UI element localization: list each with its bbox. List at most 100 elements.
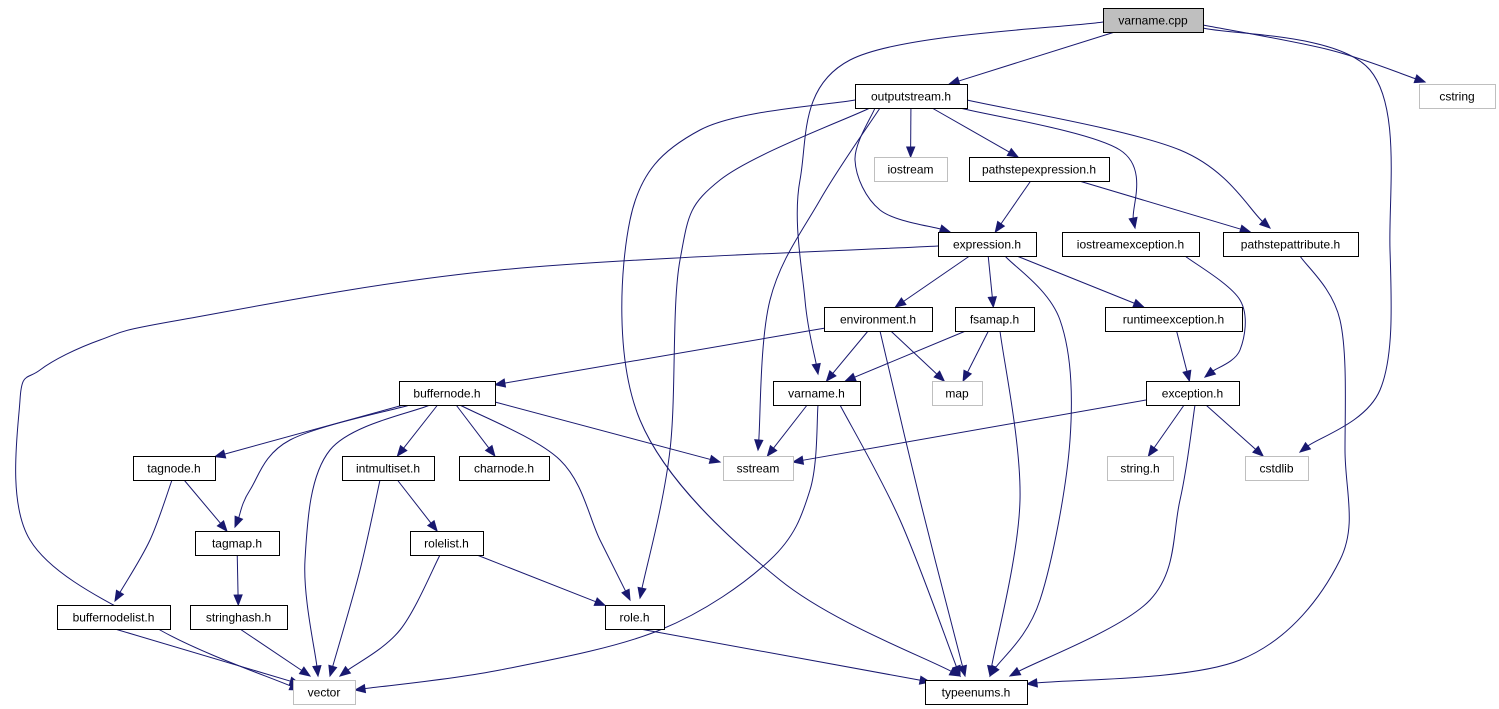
node-fsamap-h[interactable]: fsamap.h [955, 307, 1035, 332]
node-label: pathstepexpression.h [982, 163, 1096, 177]
node-pathstepexpression-h[interactable]: pathstepexpression.h [969, 157, 1110, 182]
node-label: intmultiset.h [356, 462, 420, 476]
node-label: outputstream.h [871, 90, 951, 104]
node-iostream: iostream [874, 157, 948, 182]
node-box [342, 456, 435, 481]
edges-layer [15, 21, 1427, 694]
edge-line [503, 327, 825, 384]
arrowhead-icon [1413, 74, 1427, 84]
arrowhead-icon [951, 664, 961, 678]
arrowhead-icon [114, 589, 125, 603]
arrowhead-icon [593, 597, 607, 606]
edge-varname_cpp-to-cstring [1202, 24, 1427, 84]
node-box [855, 84, 968, 109]
arrowhead-icon [338, 665, 352, 677]
edge-expression_h-to-fsamap_h [987, 255, 997, 309]
edge-line [621, 99, 953, 673]
arrowhead-icon [234, 515, 244, 529]
edge-line [15, 245, 939, 687]
edge-line [455, 404, 490, 450]
edge-expression_h-to-environment_h [894, 255, 970, 308]
node-stringhash-h[interactable]: stringhash.h [190, 605, 288, 630]
node-cstring: cstring [1419, 84, 1496, 109]
node-box [723, 456, 794, 481]
edge-line [959, 107, 1138, 220]
edge-tagmap_h-to-stringhash_h [233, 554, 243, 607]
node-typeenums-h[interactable]: typeenums.h [925, 680, 1028, 705]
node-box [133, 456, 216, 481]
node-label: cstdlib [1259, 462, 1293, 476]
node-varname-h[interactable]: varname.h [773, 381, 861, 406]
arrowhead-icon [1182, 369, 1192, 383]
edge-outputstream_h-to-pathstepexpression_h [931, 107, 1020, 158]
arrowhead-icon [1132, 298, 1145, 308]
node-box [190, 605, 288, 630]
node-exception-h[interactable]: exception.h [1146, 381, 1240, 406]
arrowhead-icon [933, 370, 946, 382]
node-runtimeexception-h[interactable]: runtimeexception.h [1105, 307, 1243, 332]
edge-outputstream_h-to-pathstepattribute_h [966, 99, 1272, 229]
edge-line [402, 404, 438, 450]
edge-line [839, 404, 958, 668]
node-expression-h[interactable]: expression.h [938, 232, 1037, 257]
edge-line [966, 330, 989, 374]
edge-rolelist_h-to-role_h [476, 554, 607, 606]
node-box [1146, 381, 1240, 406]
edge-buffernode_h-to-sstream [494, 401, 722, 464]
node-box [938, 232, 1037, 257]
node-tagnode-h[interactable]: tagnode.h [133, 456, 216, 481]
node-box [1107, 456, 1174, 481]
node-intmultiset-h[interactable]: intmultiset.h [342, 456, 435, 481]
edge-fsamap_h-to-typeenums_h [987, 330, 1021, 678]
arrowhead-icon [1025, 678, 1038, 688]
edge-buffernode_h-to-role_h [459, 404, 631, 602]
node-cstdlib: cstdlib [1245, 456, 1309, 481]
edge-outputstream_h-to-iostream [905, 107, 916, 159]
edge-pathstepexpression_h-to-pathstepattribute_h [1079, 180, 1252, 234]
edge-line [1000, 180, 1032, 225]
edge-line [639, 628, 922, 681]
edge-line [1202, 27, 1392, 447]
edge-line [879, 330, 964, 668]
node-label: charnode.h [474, 462, 534, 476]
arrowhead-icon [1238, 224, 1252, 234]
node-pathstepattribute-h[interactable]: pathstepattribute.h [1223, 232, 1359, 257]
arrowhead-icon [905, 146, 916, 159]
edge-exception_h-to-sstream [791, 399, 1147, 465]
node-label: iostreamexception.h [1077, 238, 1184, 252]
node-box [459, 456, 550, 481]
node-iostreamexception-h[interactable]: iostreamexception.h [1062, 232, 1200, 257]
node-tagmap-h[interactable]: tagmap.h [195, 531, 280, 556]
edge-line [931, 107, 1011, 153]
node-buffernode-h[interactable]: buffernode.h [399, 381, 496, 406]
edge-line [346, 554, 441, 671]
node-charnode-h[interactable]: charnode.h [459, 456, 550, 481]
node-label: buffernode.h [413, 387, 480, 401]
edge-iostreamexception_h-to-exception_h [1184, 255, 1246, 378]
edge-fsamap_h-to-varname_h [844, 330, 966, 382]
edge-expression_h-to-runtimeexception_h [1016, 255, 1145, 308]
node-box [925, 680, 1028, 705]
node-outputstream-h[interactable]: outputstream.h [855, 84, 968, 109]
node-rolelist-h[interactable]: rolelist.h [410, 531, 484, 556]
node-buffernodelist-h[interactable]: buffernodelist.h [57, 605, 171, 630]
arrowhead-icon [1006, 147, 1020, 158]
node-role-h[interactable]: role.h [605, 605, 665, 630]
node-box [955, 307, 1035, 332]
node-varname-cpp[interactable]: varname.cpp [1103, 8, 1204, 33]
edge-pathstepexpression_h-to-expression_h [994, 180, 1032, 234]
edge-line [494, 401, 712, 461]
arrowhead-icon [844, 372, 857, 382]
edge-line [902, 255, 970, 303]
node-environment-h[interactable]: environment.h [824, 307, 933, 332]
edge-line [1016, 255, 1136, 305]
node-label: typeenums.h [942, 686, 1011, 700]
node-label: fsamap.h [970, 313, 1019, 327]
node-label: pathstepattribute.h [1241, 238, 1340, 252]
edge-outputstream_h-to-sstream [754, 107, 881, 452]
edge-line [239, 628, 303, 672]
edge-line [1176, 330, 1188, 373]
node-box [1419, 84, 1496, 109]
edge-pathstepattribute_h-to-typeenums_h [1025, 255, 1350, 688]
